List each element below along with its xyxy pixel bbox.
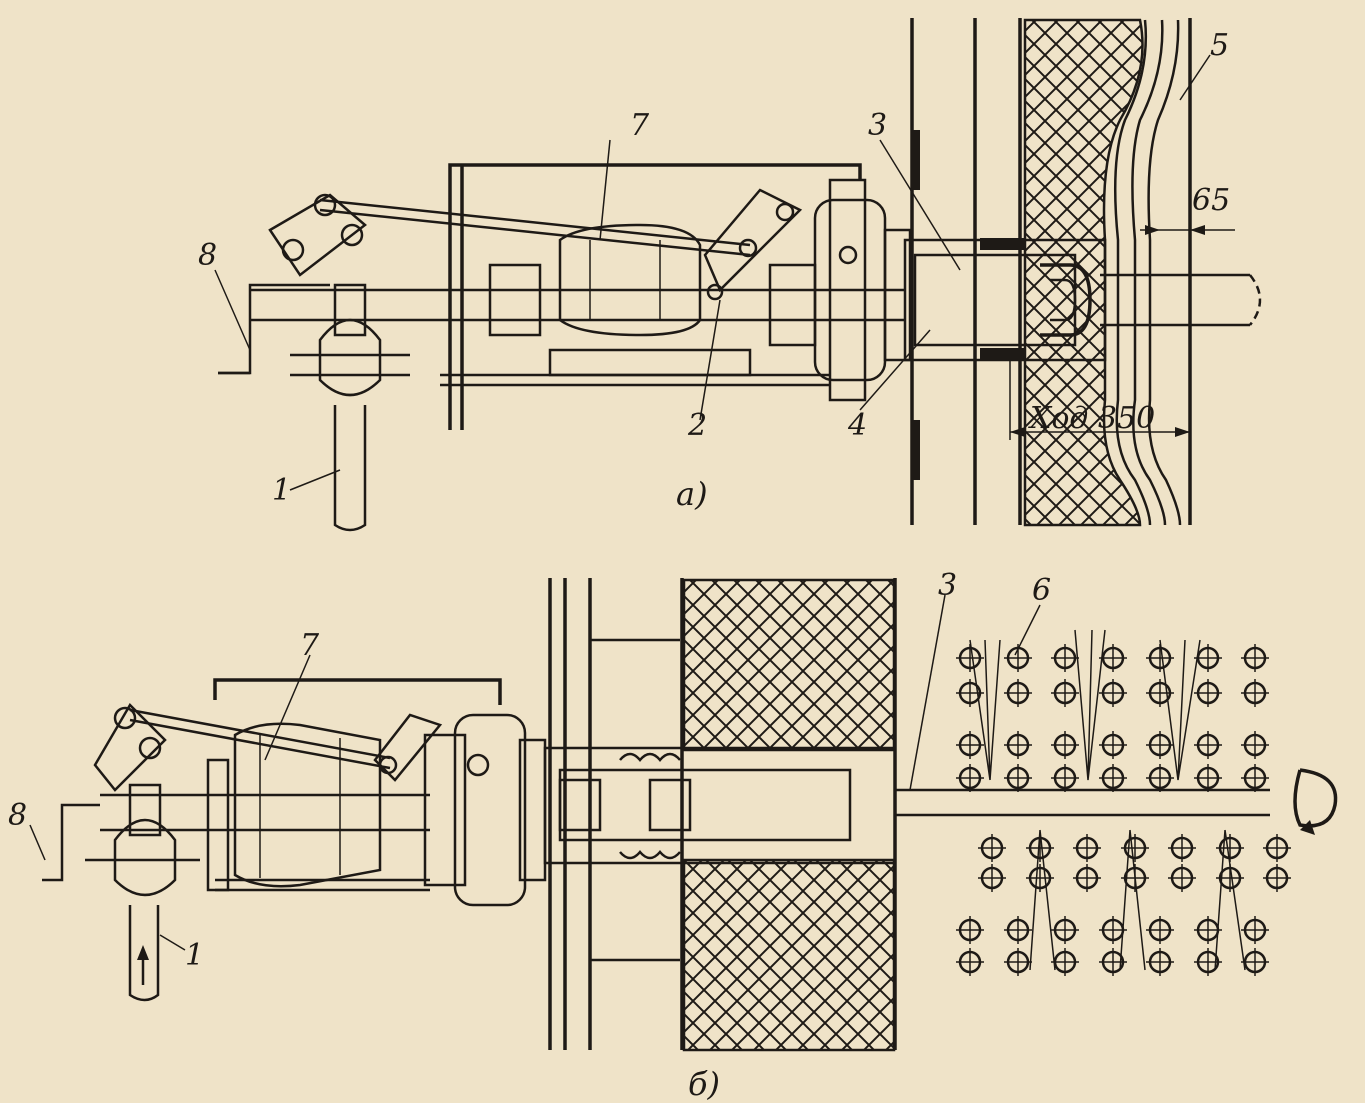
label-1-a: 1 [272, 473, 291, 508]
handle-8-b [42, 803, 100, 882]
lever-linkage-b [129, 708, 443, 782]
figure-a: 7 3 5 65 8 2 4 Ход 350 1 а) [198, 18, 1262, 532]
motor-7-a [488, 223, 702, 337]
valve-b [85, 702, 200, 1002]
insulation-b [682, 578, 896, 1052]
label-3-a: 3 [868, 108, 887, 143]
caption-a: а) [676, 475, 708, 513]
label-2-a: 2 [687, 408, 707, 443]
handle-8-a [218, 283, 330, 375]
label-7-b: 7 [300, 628, 320, 663]
flange-b [423, 713, 547, 907]
wall-a-steel [910, 18, 1192, 525]
spray-fans-b [969, 629, 1246, 971]
label-8-a: 8 [198, 238, 217, 273]
frame-a [440, 163, 862, 430]
leaders-b [29, 594, 1041, 951]
caption-b: б) [688, 1065, 720, 1103]
label-3-b: 3 [938, 568, 957, 603]
label-6-b: 6 [1032, 573, 1051, 608]
shaft-a [250, 263, 905, 347]
motor-7-b [233, 722, 382, 888]
tube-bank-b [956, 644, 1291, 976]
leaders-a [214, 54, 1211, 491]
label-8-b: 8 [8, 798, 27, 833]
dimensions-a [1009, 225, 1235, 440]
label-1-b: 1 [185, 938, 204, 973]
valve-a [268, 193, 410, 532]
figure-b: 7 3 6 8 1 б) [8, 568, 1338, 1103]
label-5-a: 5 [1210, 28, 1229, 63]
label-65-a: 65 [1192, 183, 1230, 218]
label-stroke-a: Ход 350 [1028, 401, 1155, 436]
lever-linkage-a [319, 188, 803, 301]
lance-pipe-a [903, 238, 1262, 362]
label-7-a: 7 [630, 108, 650, 143]
lance-pipe-b [543, 746, 1338, 865]
shaft-b [100, 793, 430, 832]
label-4-a: 4 [847, 408, 867, 443]
